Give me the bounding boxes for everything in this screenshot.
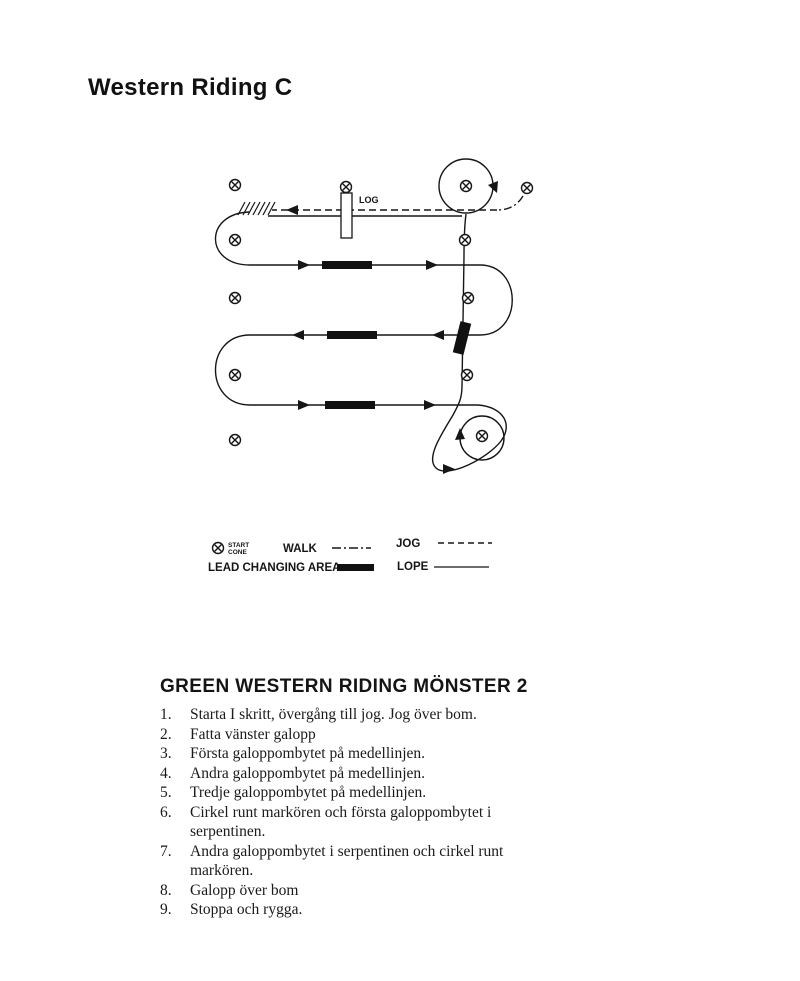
page-title: Western Riding C <box>88 74 293 101</box>
instructions-heading: GREEN WESTERN RIDING MÖNSTER 2 <box>160 676 528 697</box>
step-text: Starta I skritt, övergång till jog. Jog … <box>190 706 477 723</box>
instruction-step: 4. Andra galoppombytet på medellinjen. <box>160 764 630 784</box>
step-text: Första galoppombytet på medellinjen. <box>190 745 426 762</box>
walk-path <box>496 195 524 211</box>
arrow-top-circle <box>488 181 498 193</box>
instruction-step: 8. Galopp över bom <box>160 881 630 901</box>
step-text: Stoppa och rygga. <box>190 901 303 918</box>
instruction-step: 6. Cirkel runt markören och första galop… <box>160 803 630 842</box>
legend-jog-label: JOG <box>396 538 420 550</box>
direction-arrows <box>286 181 498 474</box>
step-number: 1. <box>160 706 172 723</box>
legend-lead-changing-area-bar <box>337 564 374 571</box>
step-number: 7. <box>160 842 172 860</box>
cone-icon <box>475 429 489 443</box>
lope-bottom-loop-path <box>431 213 507 472</box>
log-rect <box>340 192 353 239</box>
legend-start-cone-icon <box>211 541 225 555</box>
step-text: Galopp över bom <box>190 881 299 899</box>
stop-back-hatch <box>237 201 276 216</box>
step-text: Cirkel runt markören och första galoppom… <box>190 803 492 841</box>
step-number: 2. <box>160 725 172 743</box>
instruction-step: 7. Andra galoppombytet i serpentinen och… <box>160 842 630 881</box>
step-text: Tredje galoppombytet på medellinjen. <box>190 784 427 801</box>
step-text: Andra galoppombytet på medellinjen. <box>190 764 426 782</box>
instruction-step: 9. Stoppa och rygga. <box>160 900 630 920</box>
arrow-bottom-loop <box>443 464 455 474</box>
instructions-list: 1. Starta I skritt, övergång till jog. J… <box>160 705 630 920</box>
lead-change-bar-1 <box>322 261 372 269</box>
cone-icon <box>458 233 472 247</box>
legend-lead-changing-area-label: LEAD CHANGING AREA <box>208 562 340 574</box>
lead-change-bars <box>322 261 472 409</box>
cone-icon <box>228 233 242 247</box>
lead-change-bar-3 <box>325 401 375 409</box>
step-number: 3. <box>160 745 172 762</box>
lead-change-bar-2 <box>327 331 377 339</box>
step-text: Fatta vänster galopp <box>190 725 316 743</box>
step-number: 5. <box>160 784 172 801</box>
step-number: 9. <box>160 901 172 918</box>
cone-icon <box>228 178 242 192</box>
lope-serpentine-path <box>215 211 513 406</box>
start-cone-icon <box>520 181 534 195</box>
legend-start-cone-label-2: CONE <box>228 549 247 556</box>
cone-icon <box>461 291 475 305</box>
cone-icon <box>228 433 242 447</box>
log-label: LOG <box>359 195 379 205</box>
diagram-legend: START CONE WALK JOG LEAD CHANGING AREA L… <box>208 538 492 574</box>
lead-change-bar-serpentine <box>452 321 472 355</box>
arrow-line3-a <box>292 330 304 340</box>
arrow-top-left <box>286 205 298 215</box>
arrow-bottom-circle <box>455 428 465 440</box>
cone-icon <box>339 180 353 194</box>
cone-icon <box>228 368 242 382</box>
instructions-section: GREEN WESTERN RIDING MÖNSTER 2 1. Starta… <box>160 676 630 920</box>
cone-icon <box>228 291 242 305</box>
step-number: 8. <box>160 881 172 899</box>
cone-icon <box>460 368 474 382</box>
legend-walk-label: WALK <box>283 543 318 555</box>
legend-lope-label: LOPE <box>397 561 429 573</box>
arrow-line4-a <box>298 400 310 410</box>
instruction-step: 1. Starta I skritt, övergång till jog. J… <box>160 705 630 725</box>
step-text: Andra galoppombytet i serpentinen och ci… <box>190 842 504 880</box>
cone-icon <box>459 179 473 193</box>
riding-pattern-diagram: LOG START CONE WALK JOG LEAD CHAN <box>208 158 534 574</box>
instruction-step: 5. Tredje galoppombytet på medellinjen. <box>160 783 630 803</box>
pattern-paths <box>215 158 524 472</box>
step-number: 4. <box>160 764 172 782</box>
arrow-line2-a <box>298 260 310 270</box>
arrow-line3-b <box>432 330 444 340</box>
arrow-line4-b <box>424 400 436 410</box>
legend-start-cone-label-1: START <box>228 542 249 549</box>
instruction-step: 2. Fatta vänster galopp <box>160 725 630 745</box>
step-number: 6. <box>160 803 172 821</box>
arrow-line2-b <box>426 260 438 270</box>
instruction-step: 3. Första galoppombytet på medellinjen. <box>160 744 630 764</box>
